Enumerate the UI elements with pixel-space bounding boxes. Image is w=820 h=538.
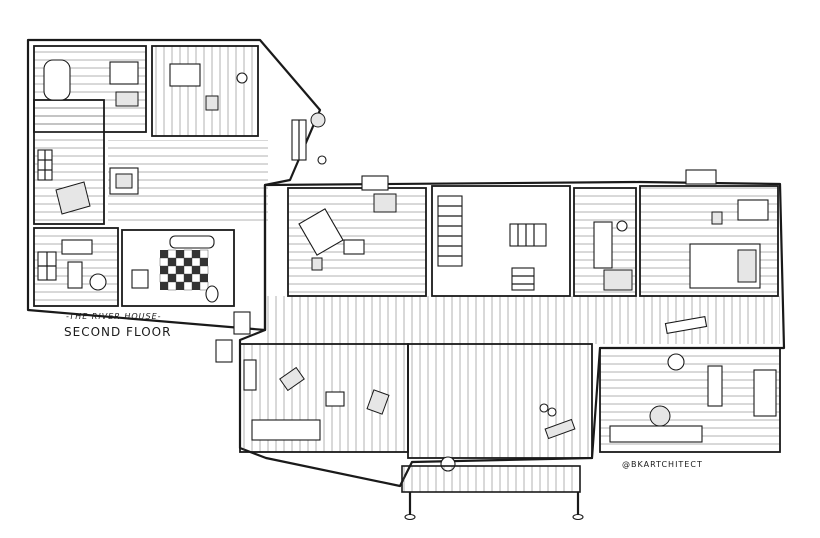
window-icon: [233, 311, 251, 335]
desk-icon: [373, 193, 397, 213]
chair-icon: [711, 211, 723, 225]
fireplace-icon: [685, 169, 717, 185]
desk-icon: [609, 425, 703, 443]
bathtub-icon: [43, 59, 71, 101]
window-icon: [753, 369, 777, 417]
sofa-icon: [707, 365, 723, 407]
stair-icon: [437, 195, 547, 291]
desk-icon: [251, 419, 321, 441]
room-stairwell: [431, 185, 571, 297]
toilet-icon: [205, 285, 219, 303]
window-icon: [243, 359, 257, 391]
desk-icon: [169, 63, 201, 87]
stair-icon: [115, 91, 139, 107]
chair-icon: [205, 95, 219, 111]
table-icon: [279, 366, 305, 392]
rug-icon: [55, 181, 91, 215]
fireplace-icon: [361, 175, 389, 191]
mirror-icon: [616, 220, 628, 232]
chair-icon: [325, 391, 345, 407]
sink-icon: [131, 269, 149, 289]
clock-icon: [236, 72, 248, 84]
west-wing: [26, 38, 327, 332]
room-bathroom: [121, 229, 235, 307]
sofa-icon: [67, 261, 83, 289]
clock-icon: [667, 353, 685, 371]
bench-icon: [544, 418, 576, 440]
window-icon: [37, 119, 307, 281]
sink-icon: [61, 239, 93, 255]
plant-icon: [539, 403, 549, 413]
artist-signature: @BKARTCHITECT: [622, 460, 703, 469]
table-icon: [343, 239, 365, 255]
plan-subtitle: SECOND FLOOR: [64, 325, 172, 339]
bathtub-icon: [593, 221, 613, 269]
room-bedroom-small: [151, 45, 259, 137]
window-icon: [215, 339, 233, 363]
cabinet-icon: [109, 61, 139, 85]
main-wing: [215, 169, 786, 521]
sofa-icon: [298, 208, 344, 256]
plan-title: -THE RIVER HOUSE-: [66, 312, 162, 321]
washer-icon: [89, 273, 107, 291]
bathtub-icon: [169, 235, 215, 249]
chair-icon: [311, 257, 323, 271]
lamp-icon: [317, 155, 327, 165]
sink-icon: [603, 269, 633, 291]
plant-icon: [310, 112, 326, 128]
plant-icon: [649, 405, 671, 427]
balcony: [401, 465, 584, 521]
room-sitting: [407, 343, 593, 459]
window-icon: [737, 199, 769, 221]
bench-icon: [664, 315, 708, 335]
chair-icon: [366, 389, 390, 415]
bathroom-tiles: [159, 249, 209, 291]
